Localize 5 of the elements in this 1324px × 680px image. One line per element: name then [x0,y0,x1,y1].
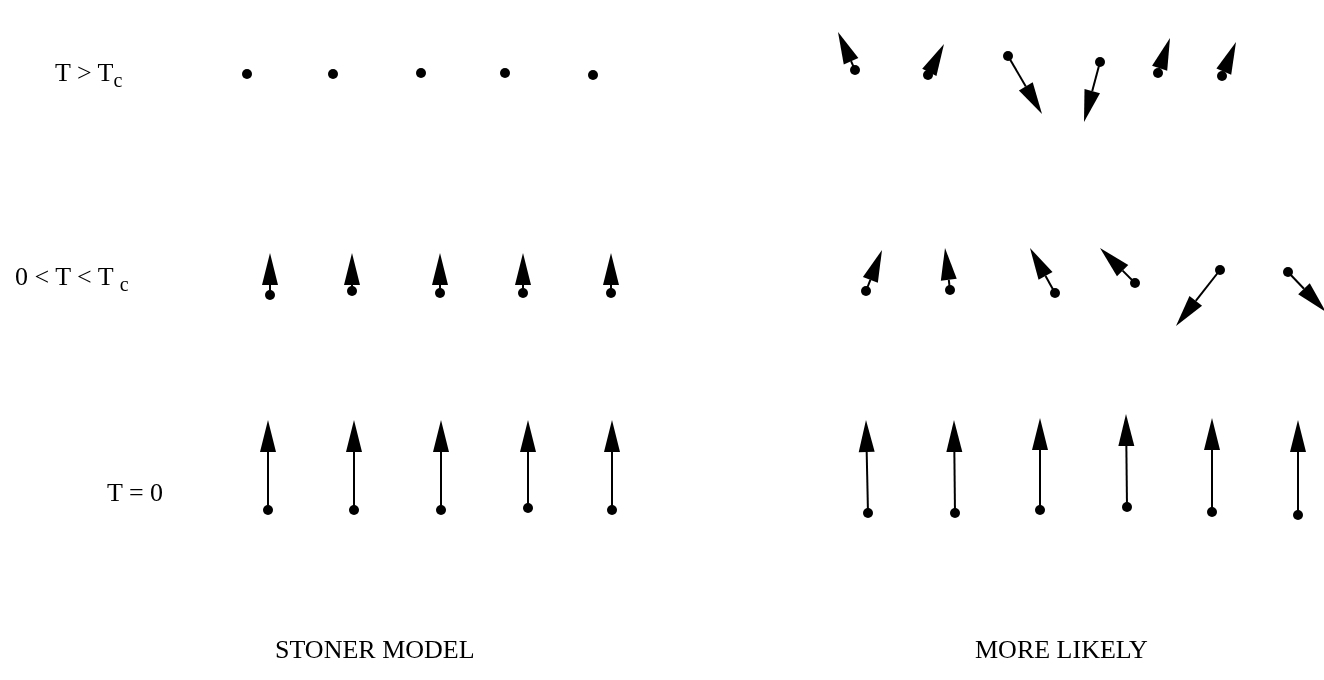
row-label: T > T$_{c}$ [55,58,123,93]
column-caption: STONER MODEL [275,635,475,665]
row-label: 0 < T < T $_{c}$ [15,262,129,297]
row-label: T = 0 [107,478,164,508]
column-caption: MORE LIKELY [975,635,1148,665]
